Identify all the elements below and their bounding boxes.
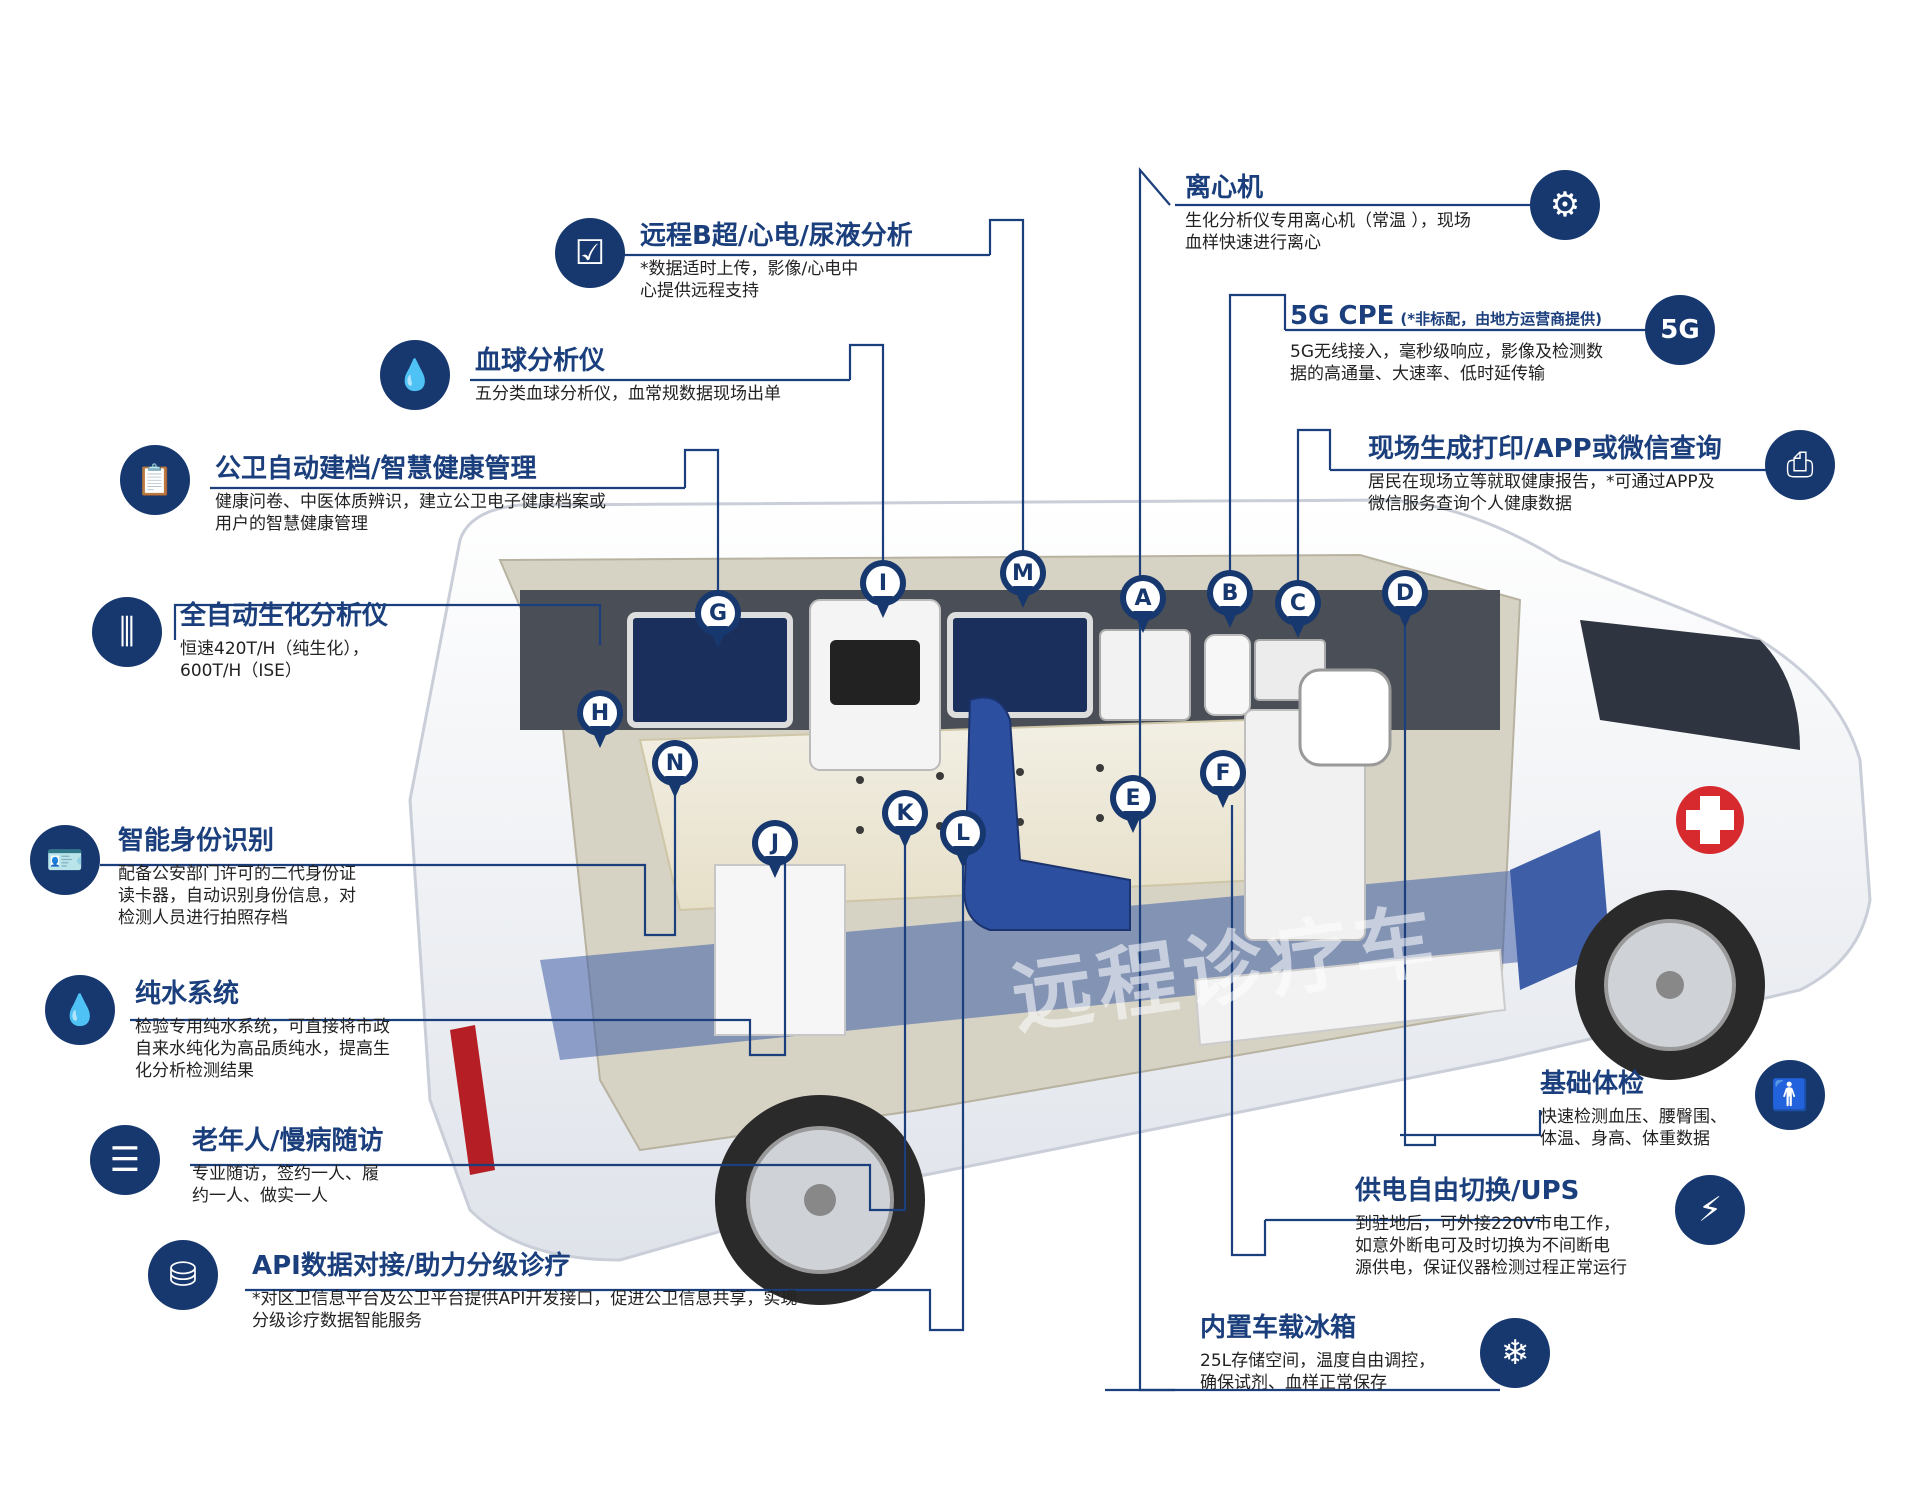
- feature-title: 智能身份识别: [118, 826, 275, 856]
- feature-title: 血球分析仪: [475, 346, 606, 376]
- id-card-icon: 🪪: [30, 825, 100, 895]
- feature-desc: 专业随访，签约一人、履 约一人、做实一人: [192, 1164, 379, 1206]
- lightning-icon: ⚡: [1675, 1175, 1745, 1245]
- feature-title: 现场生成打印/APP或微信查询: [1368, 434, 1722, 464]
- water-cabinet: [714, 864, 846, 1036]
- feature-title: 5G CPE(*非标配，由地方运营商提供): [1290, 301, 1602, 331]
- water-drop-icon: 💧: [45, 975, 115, 1045]
- door-step: [1193, 948, 1507, 1047]
- feature-fridge: 内置车载冰箱 25L存储空间，温度自由调控， 确保试剂、血样正常保存: [1200, 1312, 1435, 1394]
- feature-api: API数据对接/助力分级诊疗 *对区卫信息平台及公卫平台提供API开发接口，促进…: [252, 1250, 797, 1332]
- feature-desc: 居民在现场立等就取健康报告，*可通过APP及 微信服务查询个人健康数据: [1368, 472, 1715, 514]
- pin-m[interactable]: M: [1000, 550, 1046, 610]
- feature-title: API数据对接/助力分级诊疗: [252, 1251, 571, 1281]
- pin-g[interactable]: G: [695, 590, 741, 650]
- database-icon: ⛁: [148, 1240, 218, 1310]
- feature-title: 离心机: [1185, 173, 1264, 203]
- feature-5g-cpe: 5G CPE(*非标配，由地方运营商提供) 5G无线接入，毫秒级响应，影像及检测…: [1290, 300, 1603, 385]
- feature-blood: 血球分析仪 五分类血球分析仪，血常规数据现场出单: [475, 345, 781, 405]
- feature-desc: 生化分析仪专用离心机（常温 ），现场 血样快速进行离心: [1185, 211, 1471, 253]
- feature-basic: 基础体检 快速检测血压、腰臀围、 体温、身高、体重数据: [1540, 1068, 1727, 1150]
- feature-desc: 健康问卷、中医体质辨识，建立公卫电子健康档案或 用户的智慧健康管理: [215, 492, 606, 534]
- checkbox-icon: ☑: [555, 218, 625, 288]
- pin-a[interactable]: A: [1120, 575, 1166, 635]
- pin-l[interactable]: L: [940, 810, 986, 870]
- cpe-unit: [1204, 634, 1251, 716]
- feature-desc: 检验专用纯水系统，可直接将市政 自来水纯化为高品质纯水，提高生 化分析检测结果: [135, 1017, 390, 1081]
- feature-title: 老年人/慢病随访: [192, 1126, 384, 1156]
- pin-i[interactable]: I: [860, 560, 906, 620]
- blood-drop-icon: 💧: [380, 340, 450, 410]
- feature-title: 基础体检: [1540, 1069, 1645, 1099]
- person-icon: 🚹: [1755, 1060, 1825, 1130]
- feature-title: 全自动生化分析仪: [180, 601, 389, 631]
- feature-desc: 25L存储空间，温度自由调控， 确保试剂、血样正常保存: [1200, 1351, 1436, 1393]
- pin-d[interactable]: D: [1382, 570, 1428, 630]
- feature-archive: 公卫自动建档/智慧健康管理 健康问卷、中医体质辨识，建立公卫电子健康档案或 用户…: [215, 453, 606, 535]
- user-list-icon: ☰: [90, 1125, 160, 1195]
- feature-desc: 五分类血球分析仪，血常规数据现场出单: [475, 384, 781, 404]
- feature-desc: 快速检测血压、腰臀围、 体温、身高、体重数据: [1540, 1107, 1727, 1149]
- pin-c[interactable]: C: [1275, 580, 1321, 640]
- pin-k[interactable]: K: [882, 790, 928, 850]
- feature-title: 内置车载冰箱: [1200, 1313, 1357, 1343]
- cab-window: [1580, 620, 1800, 750]
- pin-f[interactable]: F: [1200, 750, 1246, 810]
- pin-n[interactable]: N: [652, 740, 698, 800]
- pin-h[interactable]: H: [577, 690, 623, 750]
- feature-title: 纯水系统: [135, 979, 240, 1009]
- pin-e[interactable]: E: [1110, 775, 1156, 835]
- rear-light: [450, 1025, 495, 1175]
- test-tubes-icon: ⫼: [92, 597, 162, 667]
- feature-desc: *对区卫信息平台及公卫平台提供API开发接口，促进公卫信息共享，实现 分级诊疗数…: [252, 1289, 798, 1331]
- feature-ups: 供电自由切换/UPS 到驻地后，可外接220V市电工作， 如意外断电可及时切换为…: [1355, 1175, 1627, 1279]
- feature-centrifuge: 离心机 生化分析仪专用离心机（常温 ），现场 血样快速进行离心: [1185, 172, 1471, 254]
- feature-desc: 5G无线接入，毫秒级响应，影像及检测数 据的高通量、大速率、低时延传输: [1290, 342, 1603, 384]
- seat: [963, 696, 1131, 931]
- feature-remote: 远程B超/心电/尿液分析 *数据适时上传，影像/心电中 心提供远程支持: [640, 220, 913, 302]
- document-icon: 📋: [120, 445, 190, 515]
- snowflake-icon: ❄: [1480, 1318, 1550, 1388]
- feature-biochem: 全自动生化分析仪 恒速420T/H（纯生化）， 600T/H（ISE）: [180, 600, 388, 682]
- feature-desc: 恒速420T/H（纯生化）， 600T/H（ISE）: [180, 639, 369, 681]
- pin-j[interactable]: J: [752, 820, 798, 880]
- feature-print: 现场生成打印/APP或微信查询 居民在现场立等就取健康报告，*可通过APP及 微…: [1368, 433, 1722, 515]
- feature-title: 远程B超/心电/尿液分析: [640, 221, 913, 251]
- feature-elderly: 老年人/慢病随访 专业随访，签约一人、履 约一人、做实一人: [192, 1125, 384, 1207]
- feature-desc: *数据适时上传，影像/心电中 心提供远程支持: [640, 259, 859, 301]
- feature-note: (*非标配，由地方运营商提供): [1400, 310, 1602, 328]
- feature-water: 纯水系统 检验专用纯水系统，可直接将市政 自来水纯化为高品质纯水，提高生 化分析…: [135, 978, 390, 1082]
- feature-title: 供电自由切换/UPS: [1355, 1176, 1580, 1206]
- feature-desc: 配备公安部门许可的二代身份证 读卡器，自动识别身份信息，对 检测人员进行拍照存档: [118, 864, 356, 928]
- red-cross-logo: [1676, 786, 1744, 854]
- feature-title: 公卫自动建档/智慧健康管理: [215, 454, 537, 484]
- monitor-right: [947, 612, 1093, 718]
- front-wheel: [1575, 890, 1765, 1080]
- feature-desc: 到驻地后，可外接220V市电工作， 如意外断电可及时切换为不间断电 源供电，保证…: [1355, 1214, 1627, 1278]
- centrifuge-icon: ⚙: [1530, 170, 1600, 240]
- feature-idcard: 智能身份识别 配备公安部门许可的二代身份证 读卡器，自动识别身份信息，对 检测人…: [118, 825, 356, 929]
- printer-icon: ⎙: [1765, 430, 1835, 500]
- 5g-icon: 5G: [1645, 295, 1715, 365]
- centrifuge-unit: [1099, 629, 1191, 721]
- pin-b[interactable]: B: [1207, 570, 1253, 630]
